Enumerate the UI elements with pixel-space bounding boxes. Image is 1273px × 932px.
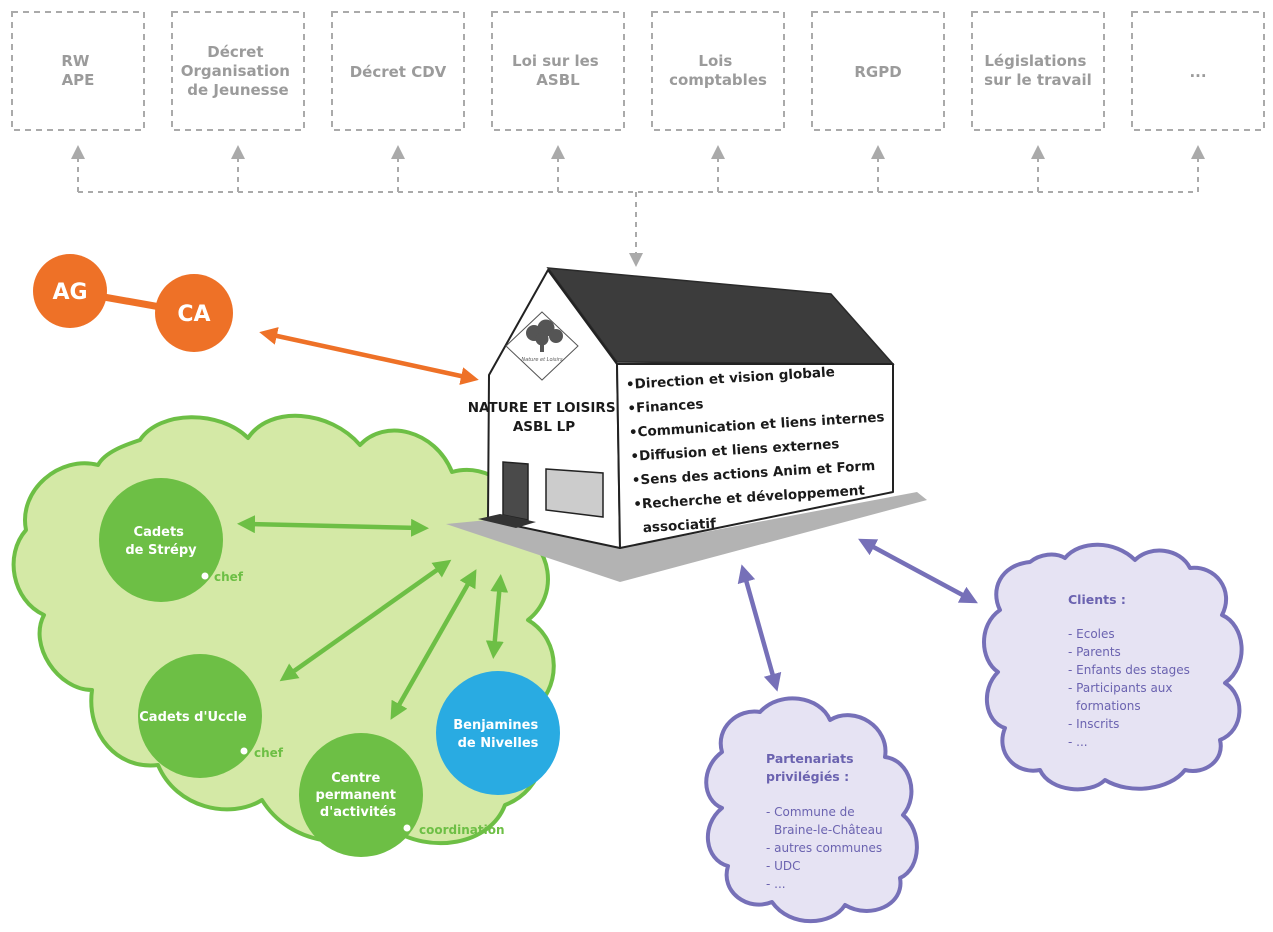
- ag-label: AG: [52, 280, 87, 305]
- client-item: - Enfants des stages: [1068, 663, 1190, 677]
- partners-title: privilégiés :: [766, 769, 849, 784]
- group-label: Cadets: [134, 525, 185, 540]
- law-label: sur le travail: [984, 71, 1092, 89]
- svg-text:Partenariats privilégiés: Partenariats privilégiés :: [766, 751, 858, 784]
- clients-cloud: Clients : - Ecoles - Parents - Enfants d…: [982, 542, 1244, 792]
- legislation-row: RW APE Décret Organisation de Jeunesse D…: [11, 11, 1265, 131]
- law-label: Décret: [207, 43, 263, 61]
- group-label: de Strépy: [125, 543, 197, 558]
- group-strepy: Cadets de Strépy chef: [99, 478, 244, 602]
- client-item: - Parents: [1068, 645, 1121, 659]
- law-label: APE: [62, 71, 95, 89]
- law-label: comptables: [669, 71, 767, 89]
- mission-item: •Finances: [627, 396, 704, 417]
- svg-text:Lois comptables: Lois comptables: [669, 52, 767, 89]
- svg-text:Cadets d'Uccle: Cadets d'Uccle: [139, 710, 247, 725]
- house-shadow: [446, 492, 927, 582]
- governance: AG CA: [33, 254, 233, 352]
- house-door-step: [478, 514, 536, 528]
- partner-item: Braine-le-Château: [774, 823, 883, 837]
- law-box-rw-ape: RW APE: [11, 11, 145, 131]
- ca-circle: [155, 274, 233, 352]
- house-door: [502, 461, 529, 521]
- law-label: Loi sur les: [512, 52, 599, 70]
- legislation-connectors: [71, 145, 1205, 267]
- law-label: RW: [61, 52, 90, 70]
- law-label: Législations: [984, 52, 1086, 70]
- group-centre: Centre permanent d'activités coordinatio…: [299, 733, 505, 857]
- chef-tag: chef: [214, 570, 244, 584]
- law-label: Organisation: [181, 62, 290, 80]
- law-box-decret-cdv: Décret CDV: [331, 11, 465, 131]
- house-name: NATURE ET LOISIRS: [468, 400, 616, 416]
- law-label: ...: [1189, 63, 1206, 81]
- ag-circle: [33, 254, 107, 328]
- client-item: - ...: [1068, 735, 1088, 749]
- partners-title: Partenariats: [766, 751, 854, 766]
- group-nivelles: Benjamines de Nivelles: [436, 671, 560, 795]
- clients-title: Clients :: [1068, 592, 1126, 607]
- svg-text:Centre permanent d: Centre permanent d'activités: [316, 771, 401, 820]
- svg-text:...: ...: [1189, 63, 1206, 81]
- law-label: Décret CDV: [350, 63, 447, 81]
- group-label: permanent: [316, 788, 396, 803]
- svg-text:Décret Organisation: Décret Organisation de Jeunesse: [181, 43, 295, 99]
- law-box-lois-comptables: Lois comptables: [651, 11, 785, 131]
- external-arrows: [737, 538, 978, 692]
- svg-text:Cadets de Strépy: Cadets de Strépy: [125, 525, 197, 558]
- partner-item: - ...: [766, 877, 786, 891]
- law-box-decret-jeunesse: Décret Organisation de Jeunesse: [171, 11, 305, 131]
- chef-tag: chef: [254, 746, 284, 760]
- group-label: Centre: [331, 771, 380, 786]
- house-window: [545, 468, 604, 518]
- logo-text: Nature et Loisirs: [521, 357, 563, 363]
- partner-item: - UDC: [766, 859, 801, 873]
- group-label: d'activités: [320, 805, 396, 820]
- svg-text:NATURE ET LOISIRS ASBL L: NATURE ET LOISIRS ASBL LP: [468, 400, 621, 435]
- svg-text:Décret CDV: Décret CDV: [350, 63, 447, 81]
- mission-item: associatif: [642, 516, 716, 536]
- client-item: - Participants aux: [1068, 681, 1173, 695]
- law-box-rgpd: RGPD: [811, 11, 945, 131]
- group-label: de Nivelles: [458, 736, 539, 751]
- svg-text:Benjamines de Nivelles: Benjamines de Nivelles: [453, 718, 543, 751]
- svg-text:RGPD: RGPD: [854, 63, 901, 81]
- law-label: ASBL: [536, 71, 580, 89]
- svg-text:- Ecoles - Parents: - Ecoles - Parents - Enfants des stages …: [1068, 627, 1194, 749]
- group-arrows: [237, 515, 509, 720]
- client-item: formations: [1076, 699, 1141, 713]
- group-label: Cadets d'Uccle: [139, 710, 247, 725]
- law-box-legislations-travail: Législations sur le travail: [971, 11, 1105, 131]
- client-item: - Ecoles: [1068, 627, 1115, 641]
- house-side-wall: [616, 363, 894, 549]
- svg-text:Législations sur le tr: Législations sur le travail: [984, 52, 1092, 89]
- nature-loisirs-logo: Nature et Loisirs: [505, 311, 579, 381]
- group-label: Benjamines: [453, 718, 538, 733]
- house: Nature et Loisirs NATURE ET LOISIRS ASBL…: [446, 267, 927, 582]
- partner-item: - autres communes: [766, 841, 882, 855]
- law-box-more: ...: [1131, 11, 1265, 131]
- law-label: de Jeunesse: [187, 81, 288, 99]
- coordination-tag: coordination: [419, 823, 505, 837]
- ca-label: CA: [177, 302, 210, 327]
- partners-cloud: Partenariats privilégiés : - Commune de …: [704, 696, 919, 924]
- house-name: ASBL LP: [513, 419, 575, 435]
- partner-item: - Commune de: [766, 805, 855, 819]
- svg-text:Loi sur les ASBL: Loi sur les ASBL: [512, 52, 604, 89]
- law-label: Lois: [698, 52, 732, 70]
- svg-text:RW APE: RW APE: [61, 52, 94, 89]
- client-item: - Inscrits: [1068, 717, 1119, 731]
- svg-text:- Commune de Braine-le-C: - Commune de Braine-le-Château - autres …: [766, 805, 886, 891]
- law-label: RGPD: [854, 63, 901, 81]
- group-uccle: Cadets d'Uccle chef: [138, 654, 284, 778]
- law-box-loi-asbl: Loi sur les ASBL: [491, 11, 625, 131]
- governance-arrow: [259, 327, 479, 385]
